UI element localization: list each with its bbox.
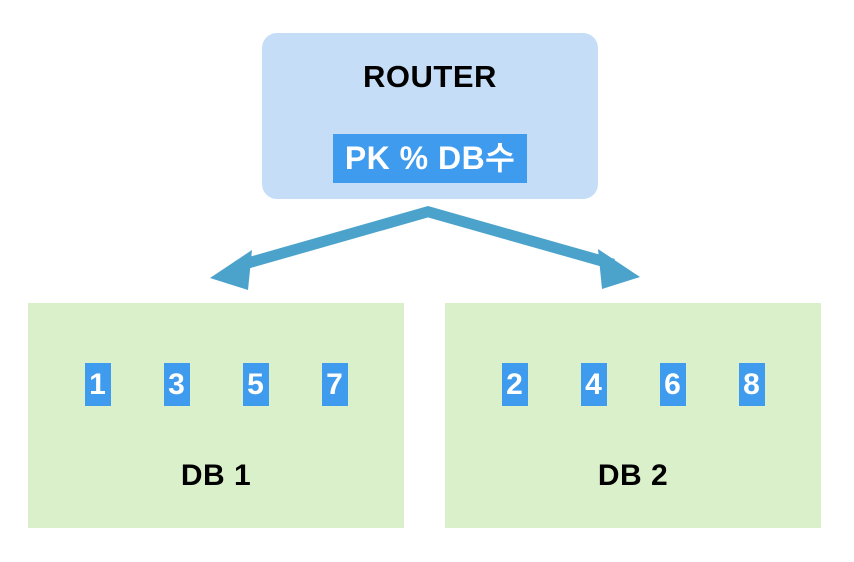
arrow-router-to-db2 <box>423 206 640 289</box>
shard-key: 7 <box>321 363 348 406</box>
router-title: ROUTER <box>363 59 497 94</box>
router-formula-badge: PK % DB수 <box>332 134 528 183</box>
shard-key: 8 <box>738 363 765 406</box>
shard-key: 6 <box>659 363 686 406</box>
shard-key: 2 <box>501 363 528 406</box>
shard-key: 1 <box>84 363 111 406</box>
arrow-router-to-db1 <box>210 206 433 290</box>
shard-key-row-db1: 1 3 5 7 <box>28 363 404 406</box>
db-label-2: DB 2 <box>597 459 669 492</box>
db-node-2[interactable]: 2 4 6 8 DB 2 <box>445 303 821 528</box>
shard-key: 3 <box>163 363 190 406</box>
router-formula-container: PK % DB수 <box>262 134 598 183</box>
shard-key: 4 <box>580 363 607 406</box>
shard-key-row-db2: 2 4 6 8 <box>445 363 821 406</box>
db-node-1[interactable]: 1 3 5 7 DB 1 <box>28 303 404 528</box>
db-label-1: DB 1 <box>180 459 252 492</box>
router-node[interactable]: ROUTER PK % DB수 <box>262 33 598 199</box>
shard-key: 5 <box>242 363 269 406</box>
